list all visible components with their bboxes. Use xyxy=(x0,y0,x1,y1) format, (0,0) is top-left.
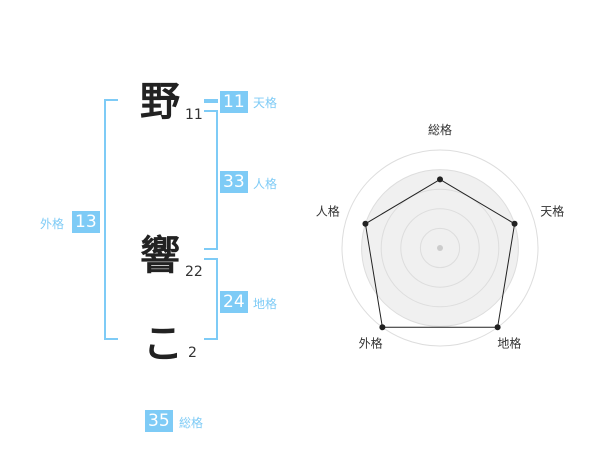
gaikaku-bracket xyxy=(104,99,118,340)
radar-rings xyxy=(341,149,539,347)
radar-axis-label: 外格 xyxy=(359,335,383,350)
soukaku-label: 総格 xyxy=(179,416,204,430)
tenkaku-badge: 11 xyxy=(220,91,248,113)
jinkaku-label: 人格 xyxy=(253,177,278,191)
name-char-3-strokes: 2 xyxy=(188,345,197,361)
gaikaku-badge: 13 xyxy=(72,211,100,233)
name-char-2-strokes: 22 xyxy=(185,264,203,280)
radar-axis-label: 地格 xyxy=(497,335,521,350)
radar-point xyxy=(379,324,386,331)
chikaku-bracket xyxy=(204,258,218,340)
radar-ring xyxy=(380,188,500,308)
radar-point xyxy=(362,220,369,227)
name-char-1: 野 xyxy=(140,79,180,125)
radar-shape xyxy=(364,178,516,328)
radar-ring xyxy=(419,227,461,269)
radar-point xyxy=(494,324,501,331)
name-char-2: 響 xyxy=(140,233,180,279)
radar-ring xyxy=(341,149,539,347)
chikaku-label: 地格 xyxy=(253,297,278,311)
radar-axis-label: 人格 xyxy=(316,204,340,219)
tenkaku-bracket xyxy=(204,99,218,103)
name-char-1-strokes: 11 xyxy=(185,107,203,123)
radar-ring xyxy=(400,208,480,288)
tenkaku-label: 天格 xyxy=(253,96,278,110)
jinkaku-badge: 33 xyxy=(220,171,248,193)
jinkaku-bracket xyxy=(204,110,218,250)
radar-ring xyxy=(361,169,519,327)
radar-point xyxy=(511,220,518,227)
gaikaku-label: 外格 xyxy=(40,217,65,231)
soukaku-badge: 35 xyxy=(145,410,173,432)
radar-center xyxy=(437,245,443,251)
radar-axis-label: 総格 xyxy=(428,122,452,137)
chikaku-badge: 24 xyxy=(220,291,248,313)
radar-axis-label: 天格 xyxy=(540,204,564,219)
name-char-3: こ xyxy=(143,321,183,367)
radar-point xyxy=(437,176,443,183)
radar-points xyxy=(362,176,518,331)
